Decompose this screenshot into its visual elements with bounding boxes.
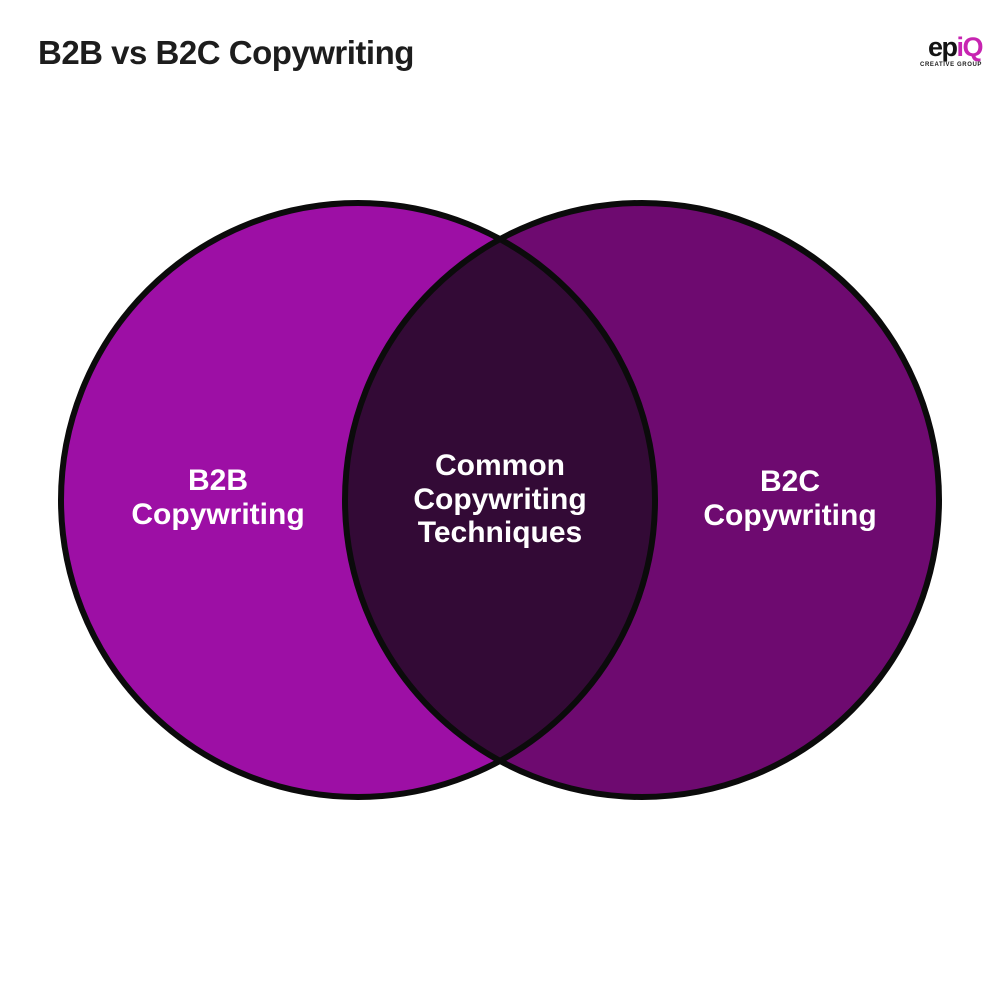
overlap-label-line3: Techniques — [417, 516, 583, 550]
overlap-label-line1: Common — [435, 449, 565, 482]
brand-logo: epiQ CREATIVE GROUP — [906, 32, 984, 69]
overlap-lens-fill — [345, 203, 655, 797]
right-circle-label: B2C Copywriting — [670, 465, 910, 532]
left-circle-label-line2: Copywriting — [131, 497, 305, 531]
right-circle-label-line1: B2C — [759, 465, 820, 498]
logo-text-prefix: ep — [927, 32, 958, 62]
right-circle-label-line2: Copywriting — [703, 498, 877, 532]
logo-tagline: CREATIVE GROUP — [920, 62, 982, 68]
right-circle-outline — [342, 200, 942, 800]
left-circle-label-line1: B2B — [187, 464, 248, 497]
overlap-label-line2: Copywriting — [413, 482, 587, 516]
page-title: B2B vs B2C Copywriting — [38, 34, 414, 71]
left-circle-label: B2B Copywriting — [98, 464, 338, 531]
overlap-label: Common Copywriting Techniques — [380, 449, 620, 550]
left-circle-outline — [58, 200, 658, 800]
logo-wordmark: epiQ — [906, 32, 984, 62]
logo-text-accent: iQ — [956, 32, 983, 62]
